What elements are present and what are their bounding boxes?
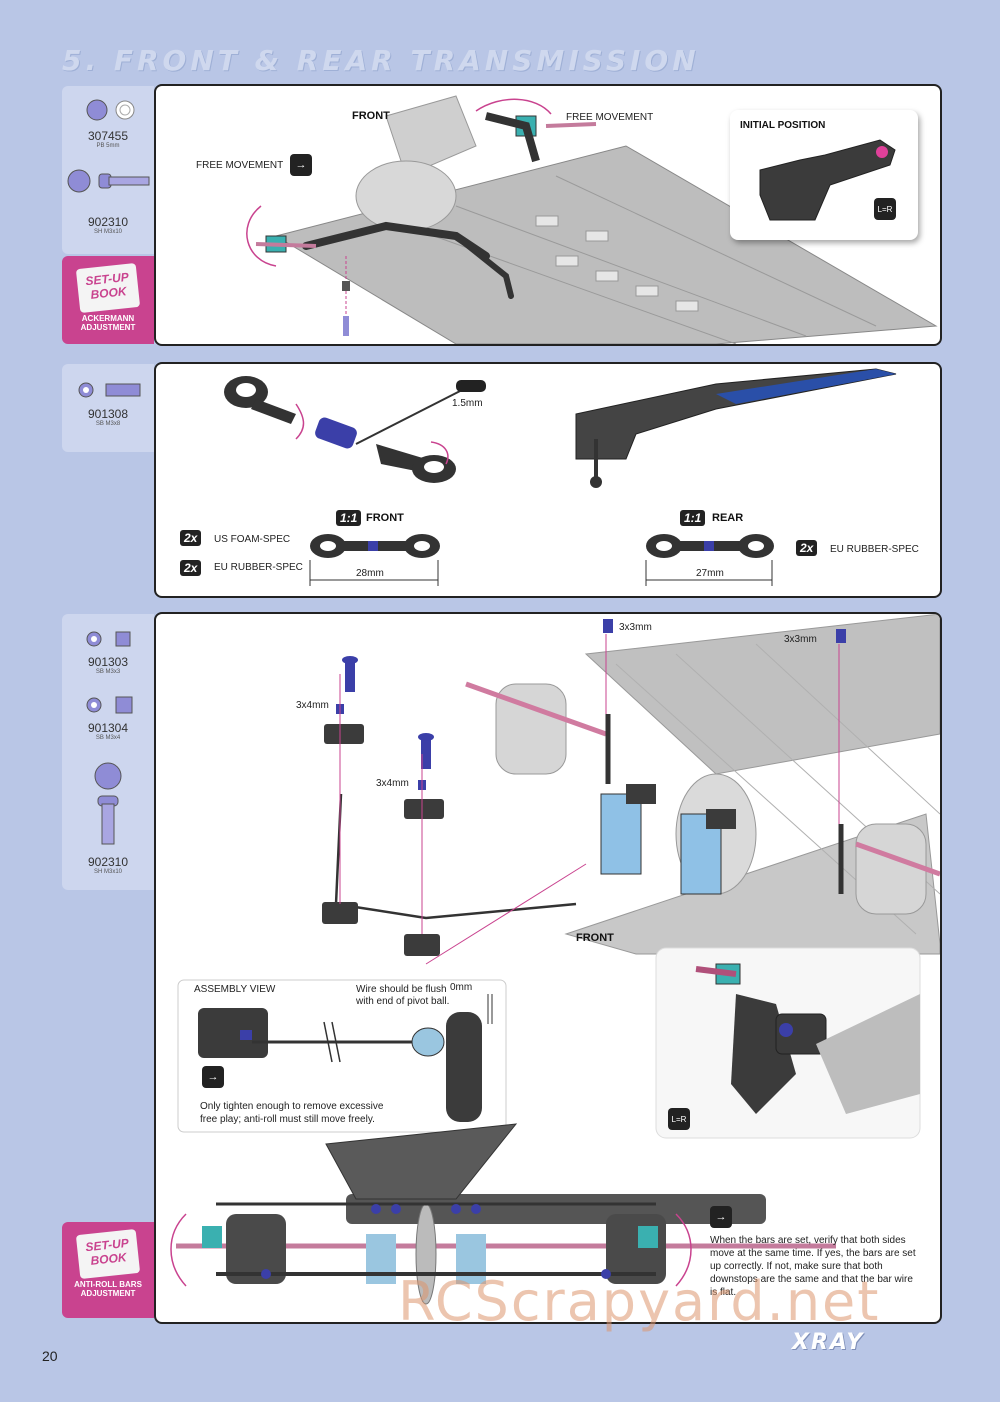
parts-sidebar-section1: 307455 PB 5mm 902310 SH M3x10 bbox=[62, 86, 154, 254]
tighten-icon-2: → bbox=[710, 1206, 732, 1228]
watermark: RCScrapyard.net bbox=[398, 1270, 881, 1333]
set-screw-icon bbox=[86, 631, 131, 647]
page-number: 20 bbox=[42, 1348, 58, 1364]
front-label: FRONT bbox=[576, 932, 614, 944]
eu-rubber-rear-label: EU RUBBER-SPEC bbox=[830, 544, 919, 555]
qty-badge-us-foam: 2x bbox=[180, 530, 202, 546]
step-panel-ackermann: FRONT FREE MOVEMENT FREE MOVEMENT → INIT… bbox=[154, 84, 942, 346]
front-rod-length: 28mm bbox=[356, 568, 384, 579]
zero-mm-label: 0mm bbox=[450, 982, 473, 993]
ratio-rear-badge: 1:1 bbox=[680, 510, 706, 526]
left-right-equal-icon: L=R bbox=[668, 1108, 690, 1130]
tighten-icon: → bbox=[202, 1066, 224, 1088]
qty-badge-eu-rubber-rear: 2x bbox=[796, 540, 818, 556]
qty-badge-eu-rubber-front: 2x bbox=[180, 560, 202, 576]
part-901304: 901304 SB M3x4 bbox=[62, 694, 154, 741]
part-901303: 901303 SB M3x3 bbox=[62, 628, 154, 675]
ball-bearing-icon bbox=[86, 99, 135, 121]
front-label: FRONT bbox=[366, 512, 404, 524]
anti-roll-bar-illustration bbox=[170, 614, 940, 1305]
steering-arm-illustration bbox=[759, 139, 896, 221]
setup-book-ackermann: SET-UP BOOK ACKERMANN ADJUSTMENT bbox=[62, 256, 154, 344]
screw-3x4-label-a: 3x4mm bbox=[296, 700, 329, 711]
page-title: 5. FRONT & REAR TRANSMISSION bbox=[62, 44, 700, 77]
part-901308: 901308 SB M3x8 bbox=[62, 378, 154, 427]
brand-logo: XRAY bbox=[792, 1330, 865, 1355]
tool-size-label: 1.5mm bbox=[452, 398, 483, 409]
rod-assembly-illustration bbox=[224, 368, 897, 586]
tighten-icon: → bbox=[290, 154, 312, 176]
screw-3x3-label-b: 3x3mm bbox=[784, 634, 817, 645]
screw-3x3-label-a: 3x3mm bbox=[619, 622, 652, 633]
parts-sidebar-section2: 901308 SB M3x8 bbox=[62, 364, 154, 452]
left-right-equal-icon: L=R bbox=[874, 198, 896, 220]
assembly-view-label: ASSEMBLY VIEW bbox=[194, 984, 276, 995]
rear-label: REAR bbox=[712, 512, 744, 524]
chassis-front-illustration bbox=[246, 95, 938, 344]
part-902310: 902310 SH M3x10 bbox=[62, 760, 154, 875]
eu-rubber-front-label: EU RUBBER-SPEC bbox=[214, 562, 303, 573]
set-screw-icon bbox=[78, 382, 141, 398]
tighten-note: Only tighten enough to remove excessive … bbox=[200, 1101, 384, 1125]
ratio-front-badge: 1:1 bbox=[336, 510, 362, 526]
bars-check-note: When the bars are set, verify that both … bbox=[710, 1235, 916, 1298]
free-movement-right-label: FREE MOVEMENT bbox=[566, 112, 654, 123]
free-movement-left-label: FREE MOVEMENT bbox=[196, 160, 284, 171]
wire-flush-note: Wire should be flush with end of pivot b… bbox=[356, 984, 450, 1007]
setup-book-icon: SET-UP BOOK bbox=[75, 262, 141, 314]
screw-3x4-label-b: 3x4mm bbox=[376, 778, 409, 789]
setup-book-icon: SET-UP BOOK bbox=[75, 1228, 141, 1280]
initial-position-label: INITIAL POSITION bbox=[740, 120, 826, 131]
front-label: FRONT bbox=[352, 110, 390, 122]
screw-icon bbox=[94, 762, 122, 845]
step-panel-anti-roll: 3x3mm 3x3mm 3x4mm 3x4mm FRONT ASSEMBLY V… bbox=[154, 612, 942, 1324]
rear-rod-length: 27mm bbox=[696, 568, 724, 579]
us-foam-label: US FOAM-SPEC bbox=[214, 534, 291, 545]
part-307455: 307455 PB 5mm bbox=[62, 96, 154, 149]
parts-sidebar-section3: 901303 SB M3x3 901304 SB M3x4 902310 SH … bbox=[62, 614, 154, 890]
set-screw-icon bbox=[86, 696, 133, 714]
initial-position-inset: INITIAL POSITION L=R bbox=[730, 110, 918, 240]
screw-icon bbox=[67, 169, 150, 193]
step-panel-rods: 1.5mm 1:1 FRONT 1:1 REAR 2x US FOAM-SPEC… bbox=[154, 362, 942, 598]
setup-book-anti-roll: SET-UP BOOK ANTI-ROLL BARS ADJUSTMENT bbox=[62, 1222, 154, 1318]
part-902310: 902310 SH M3x10 bbox=[62, 166, 154, 235]
